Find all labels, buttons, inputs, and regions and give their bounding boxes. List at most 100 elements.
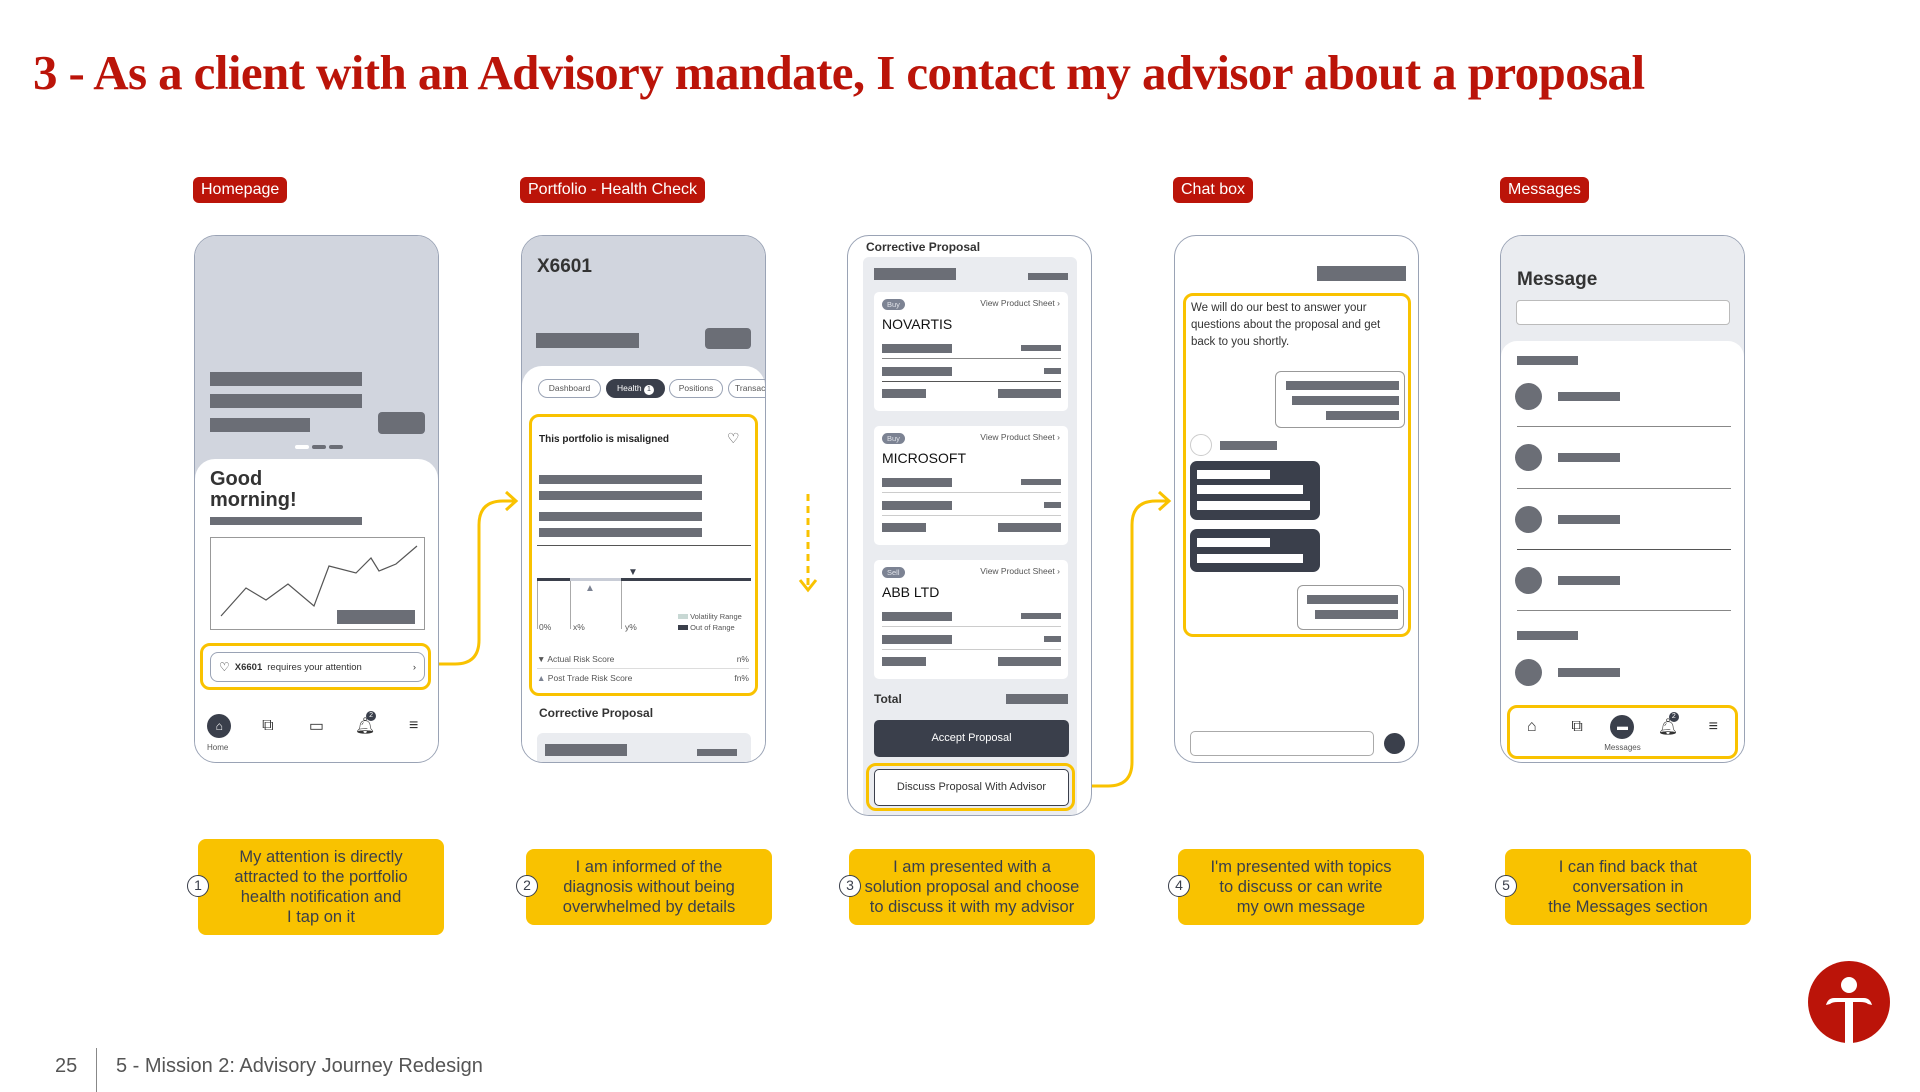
accept-proposal-button[interactable]: Accept Proposal bbox=[874, 720, 1069, 757]
phone-health-check: X6601 Dashboard Health 1 Positions Trans… bbox=[521, 235, 766, 763]
home-icon: ⌂ bbox=[207, 714, 232, 738]
chat-bubble-icon: ▭ bbox=[308, 718, 325, 735]
topic-bubble[interactable] bbox=[1297, 585, 1404, 630]
link-label: View Product Sheet bbox=[980, 298, 1055, 308]
label-homepage: Homepage bbox=[193, 177, 288, 203]
phone-proposal: Corrective Proposal Buy View Product She… bbox=[847, 235, 1092, 816]
legend-label: Out of Range bbox=[690, 623, 735, 632]
post-trade-marker-icon: ▲ bbox=[585, 583, 595, 594]
highlight-bottom-nav bbox=[1507, 705, 1738, 759]
brand-logo bbox=[1808, 961, 1890, 1043]
actual-score-marker-icon: ▼ bbox=[628, 567, 638, 578]
banner-button[interactable] bbox=[378, 412, 425, 434]
view-product-sheet-link[interactable]: View Product Sheet › bbox=[980, 432, 1060, 442]
label-health-check: Portfolio - Health Check bbox=[520, 177, 705, 203]
conversation-item[interactable] bbox=[1515, 659, 1729, 697]
link-label: View Product Sheet bbox=[980, 566, 1055, 576]
topic-bubble[interactable] bbox=[1275, 371, 1405, 428]
health-notification[interactable]: ♡ X6601 requires your attention › bbox=[210, 652, 425, 682]
notification-badge: 2 bbox=[1668, 712, 1679, 722]
proposal-item: Buy View Product Sheet › MICROSOFT bbox=[874, 426, 1068, 545]
nav-menu[interactable]: ≡ bbox=[402, 714, 426, 738]
step-caption: I'm presented with topics to discuss or … bbox=[1178, 849, 1424, 925]
step-caption: I am presented with a solution proposal … bbox=[849, 849, 1095, 925]
page-number: 25 bbox=[55, 1055, 78, 1077]
step-caption: I am informed of the diagnosis without b… bbox=[526, 849, 772, 925]
step-number: 4 bbox=[1168, 875, 1190, 897]
total-label: Total bbox=[874, 692, 902, 706]
arrowhead-1 bbox=[504, 490, 519, 512]
conversation-item[interactable] bbox=[1515, 506, 1729, 544]
nav-home[interactable]: ⌂ bbox=[207, 714, 232, 738]
discuss-with-advisor-button[interactable]: Discuss Proposal With Advisor bbox=[874, 769, 1069, 806]
arrow-3-to-4 bbox=[1084, 499, 1168, 788]
nav-notifications[interactable]: 🔔︎2 bbox=[1656, 712, 1680, 739]
step-caption: My attention is directly attracted to th… bbox=[198, 839, 444, 935]
nav-notifications[interactable]: 🔔︎2 bbox=[353, 711, 377, 738]
score-label: Post Trade Risk Score bbox=[547, 673, 633, 683]
proposal-header: Corrective Proposal bbox=[866, 240, 981, 254]
phone-homepage: Good morning! ♡ X6601 requires your atte… bbox=[194, 235, 439, 763]
link-label: View Product Sheet bbox=[980, 432, 1055, 442]
bottom-nav: ⌂ ⧉ ▬ 🔔︎2 ≡ bbox=[1501, 712, 1744, 739]
action-badge: Buy bbox=[882, 299, 905, 310]
search-input[interactable] bbox=[1516, 300, 1730, 325]
chat-bubble-icon: ▬ bbox=[1610, 715, 1635, 739]
label-chat-box: Chat box bbox=[1173, 177, 1254, 203]
menu-icon: ≡ bbox=[409, 717, 419, 734]
footer-section: 5 - Mission 2: Advisory Journey Redesign bbox=[116, 1055, 483, 1077]
step-number: 3 bbox=[839, 875, 861, 897]
tab-dashboard[interactable]: Dashboard bbox=[538, 379, 601, 398]
arrowhead-2 bbox=[798, 579, 818, 593]
stock-name: ABB LTD bbox=[882, 584, 940, 600]
notification-badge: 2 bbox=[366, 711, 377, 721]
heart-pulse-icon: ♡ bbox=[219, 660, 230, 674]
proposal-preview[interactable] bbox=[537, 733, 751, 762]
proposal-item: Buy View Product Sheet › NOVARTIS bbox=[874, 292, 1068, 411]
bell-icon: 🔔︎ bbox=[354, 718, 376, 735]
send-button[interactable] bbox=[1384, 733, 1405, 754]
proposal-item: Sell View Product Sheet › ABB LTD bbox=[874, 560, 1068, 679]
stacked-cards-icon: ⧉ bbox=[1571, 718, 1583, 735]
advisor-avatar bbox=[1190, 434, 1212, 456]
highlight-conversation bbox=[1183, 293, 1411, 637]
nav-portfolios[interactable]: ⧉ bbox=[256, 714, 280, 738]
step-number: 5 bbox=[1495, 875, 1517, 897]
nav-home-label: Home bbox=[207, 743, 229, 752]
tab-health[interactable]: Health 1 bbox=[606, 379, 665, 398]
carousel-dots[interactable] bbox=[295, 445, 343, 449]
nav-messages[interactable]: ▭ bbox=[304, 714, 328, 738]
message-bubble bbox=[1190, 529, 1320, 572]
footer-divider bbox=[96, 1048, 97, 1092]
conversation-item[interactable] bbox=[1515, 444, 1729, 482]
stock-name: NOVARTIS bbox=[882, 316, 953, 332]
health-status: This portfolio is misaligned bbox=[539, 434, 670, 445]
legend-volatility: Volatility Range bbox=[678, 612, 742, 621]
tab-transactions[interactable]: Transac bbox=[728, 379, 765, 398]
score-label: Actual Risk Score bbox=[547, 654, 615, 664]
label-messages: Messages bbox=[1500, 177, 1589, 203]
bottom-nav: ⌂ ⧉ ▭ 🔔︎2 ≡ bbox=[195, 711, 438, 738]
risk-range-bar bbox=[537, 578, 751, 581]
message-input[interactable] bbox=[1190, 731, 1374, 756]
bell-icon: 🔔︎ bbox=[1657, 719, 1679, 736]
view-product-sheet-link[interactable]: View Product Sheet › bbox=[980, 298, 1060, 308]
arrowhead-3 bbox=[1157, 490, 1172, 512]
messages-title: Message bbox=[1517, 269, 1598, 290]
action-badge: Sell bbox=[882, 567, 905, 578]
conversation-item[interactable] bbox=[1515, 383, 1729, 421]
tab-positions[interactable]: Positions bbox=[669, 379, 723, 398]
notification-text: requires your attention bbox=[267, 661, 362, 673]
home-icon: ⌂ bbox=[1526, 718, 1537, 735]
nav-portfolios[interactable]: ⧉ bbox=[1565, 715, 1589, 739]
nav-menu[interactable]: ≡ bbox=[1701, 715, 1725, 739]
nav-home[interactable]: ⌂ bbox=[1520, 715, 1544, 739]
account-title: X6601 bbox=[537, 256, 592, 277]
conversation-item[interactable] bbox=[1515, 567, 1729, 605]
score-value: n% bbox=[736, 654, 749, 664]
nav-messages[interactable]: ▬ bbox=[1610, 715, 1635, 739]
view-product-sheet-link[interactable]: View Product Sheet › bbox=[980, 566, 1060, 576]
